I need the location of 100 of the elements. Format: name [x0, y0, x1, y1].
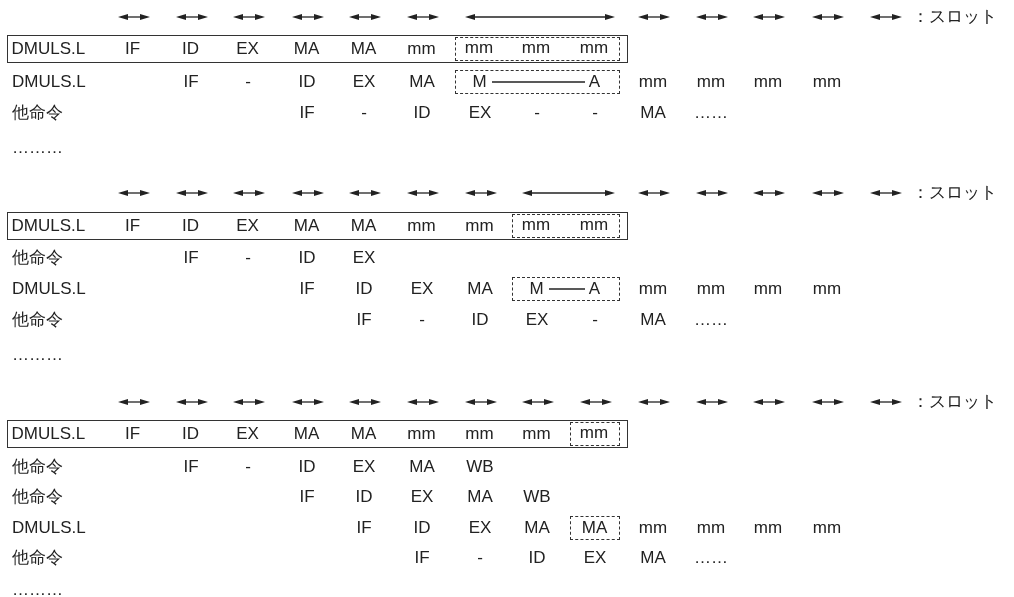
- stage-label: MA: [409, 73, 435, 91]
- stage-label: mm: [638, 73, 668, 91]
- stage-label: ……: [694, 549, 728, 567]
- stall-box: [511, 213, 620, 238]
- instruction-row-box: [7, 35, 628, 63]
- instruction-name: DMULS.L: [11, 424, 86, 443]
- stage-label: MA: [350, 39, 377, 58]
- instruction-name: 他命令: [12, 549, 63, 567]
- stall-box: [569, 421, 620, 446]
- stall-box: [454, 36, 620, 61]
- stage-label: ID: [471, 311, 489, 329]
- stage-label: -: [361, 104, 367, 122]
- stage-label: IF: [183, 249, 199, 267]
- instruction-name: DMULS.L: [11, 39, 86, 58]
- instruction-name: DMULS.L: [12, 519, 86, 537]
- slot-legend: ：スロット: [912, 8, 997, 26]
- stage-label: IF: [183, 458, 199, 476]
- stage-label: EX: [525, 311, 549, 329]
- stage-label: IF: [299, 280, 315, 298]
- stage-label: mm: [521, 39, 551, 57]
- stage-label: EX: [352, 458, 376, 476]
- stage-label: MA: [640, 104, 666, 122]
- stage-label: WB: [466, 458, 494, 476]
- stage-label: MA: [293, 216, 320, 235]
- stage-label: mm: [812, 280, 842, 298]
- instruction-name: ………: [12, 139, 63, 157]
- stage-label: EX: [410, 280, 434, 298]
- stage-label: MA: [350, 424, 377, 443]
- stage-label: mm: [753, 73, 783, 91]
- stage-label: IF: [183, 73, 199, 91]
- stage-label: IF: [124, 216, 141, 235]
- stage-label: mm: [407, 216, 436, 235]
- stage-label: mm: [812, 73, 842, 91]
- stage-label: ID: [298, 458, 316, 476]
- stage-label: -: [245, 249, 251, 267]
- stage-label: ID: [182, 424, 199, 443]
- stage-label: MA: [467, 488, 493, 506]
- stall-box: [570, 516, 620, 540]
- stage-label: mm: [407, 39, 436, 58]
- stage-label: EX: [468, 104, 492, 122]
- stage-label: mm: [753, 280, 783, 298]
- stage-label: IF: [124, 39, 141, 58]
- stage-label: mm: [812, 519, 842, 537]
- stage-label: ID: [528, 549, 546, 567]
- stage-label: ID: [182, 216, 199, 235]
- stage-label: mm: [696, 73, 726, 91]
- slot-legend: ：スロット: [912, 393, 997, 411]
- instruction-row-box: [7, 212, 628, 240]
- stage-label: IF: [356, 311, 372, 329]
- instruction-name: DMULS.L: [11, 216, 86, 235]
- stage-label: ID: [355, 488, 373, 506]
- stage-label: EX: [352, 73, 376, 91]
- instruction-name: DMULS.L: [12, 73, 86, 91]
- stage-label: ID: [355, 280, 373, 298]
- stage-label: ID: [182, 39, 199, 58]
- instruction-name: 他命令: [12, 249, 63, 267]
- stage-label: mm: [521, 216, 551, 234]
- stage-label: MA: [409, 458, 435, 476]
- instruction-name: 他命令: [12, 104, 63, 122]
- stall-box: [512, 277, 620, 301]
- stage-label: mm: [753, 519, 783, 537]
- stage-label: IF: [414, 549, 430, 567]
- stage-label: ID: [413, 519, 431, 537]
- stage-label: EX: [583, 549, 607, 567]
- stage-label: A: [588, 72, 601, 91]
- stage-label: mm: [579, 424, 609, 442]
- stage-label: mm: [579, 216, 609, 234]
- stage-label: mm: [465, 424, 494, 443]
- stall-box: [455, 70, 620, 94]
- stage-label: ……: [694, 104, 728, 122]
- stage-label: -: [419, 311, 425, 329]
- stage-label: MA: [524, 519, 550, 537]
- stage-label: mm: [638, 519, 668, 537]
- stage-label: IF: [356, 519, 372, 537]
- stage-label: IF: [299, 488, 315, 506]
- stage-label: EX: [410, 488, 434, 506]
- stage-label: mm: [464, 39, 494, 57]
- stage-label: -: [534, 104, 540, 122]
- instruction-name: 他命令: [12, 311, 63, 329]
- stage-label: EX: [236, 216, 259, 235]
- instruction-name: 他命令: [12, 458, 63, 476]
- stage-label: mm: [696, 519, 726, 537]
- stage-label: mm: [465, 216, 494, 235]
- stage-label: -: [592, 104, 598, 122]
- stage-label: -: [592, 311, 598, 329]
- instruction-row-box: [7, 420, 628, 448]
- stage-label: ……: [694, 311, 728, 329]
- stage-label: ID: [298, 249, 316, 267]
- stage-label: MA: [640, 311, 666, 329]
- stage-label: EX: [352, 249, 376, 267]
- stage-label: mm: [638, 280, 668, 298]
- slot-legend: ：スロット: [912, 184, 997, 202]
- stage-label: ID: [413, 104, 431, 122]
- stage-label: MA: [640, 549, 666, 567]
- stage-label: -: [477, 549, 483, 567]
- stage-label: A: [588, 279, 601, 298]
- stage-label: MA: [350, 216, 377, 235]
- instruction-name: DMULS.L: [12, 280, 86, 298]
- stage-label: IF: [124, 424, 141, 443]
- stage-label: mm: [696, 280, 726, 298]
